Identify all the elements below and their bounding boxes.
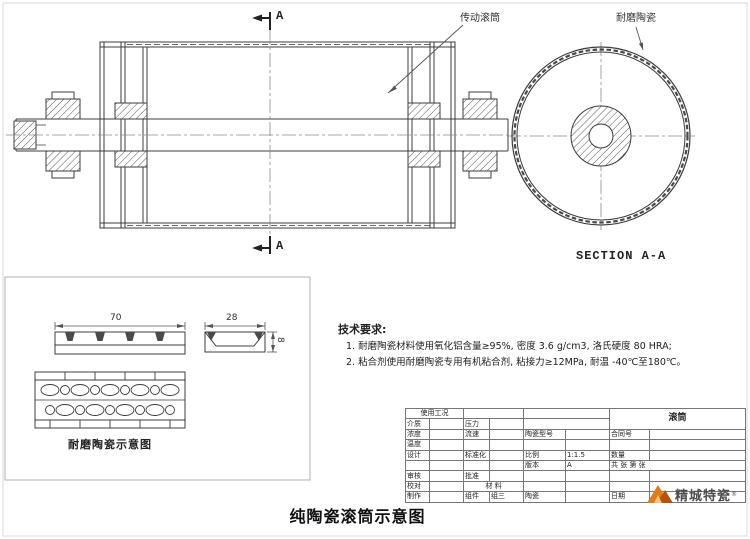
tb-medium: 介质: [405, 418, 430, 430]
dim-tile-width: 70: [110, 313, 122, 323]
tb-scale-value: 1:1.5: [565, 449, 610, 461]
section-cut-marks: [252, 12, 271, 254]
tb-version-value: A: [565, 459, 610, 472]
tb-design: 设计: [405, 449, 430, 461]
tb-pressure: 压力: [463, 418, 490, 430]
tb-group: 组三: [489, 491, 524, 503]
section-marker-bottom: A: [276, 239, 284, 253]
tech-requirements-title: 技术要求:: [338, 323, 387, 336]
section-view-circle: [511, 46, 691, 226]
callout-wear-ceramic: 耐磨陶瓷: [616, 13, 656, 24]
tb-contract-no: 合同号: [609, 428, 650, 441]
detail-views: [4, 276, 311, 481]
title-block-table: 使用工况 滚筒 介质 压力 浓度 流速 陶瓷型号 合同号 温度 设计 标准化 比…: [405, 407, 747, 503]
tb-qty: 数量: [609, 449, 650, 461]
logo-mountain-icon: [647, 485, 673, 503]
tb-ceramic: 陶瓷: [523, 491, 566, 503]
tb-component: 组件: [463, 491, 490, 503]
tb-part-name: 滚筒: [608, 408, 747, 430]
tb-ceramic-model: 陶瓷型号: [523, 428, 566, 441]
callout-leaders: [387, 24, 644, 94]
tb-proofread: 校对: [405, 480, 430, 493]
dim-tile-small-width: 28: [226, 313, 238, 323]
tb-scale-label: 比例: [523, 449, 566, 461]
tb-material: 材 料: [463, 480, 524, 493]
tech-requirement-2: 2. 粘合剂使用耐磨陶瓷专用有机粘合剂, 粘接力≥12MPa, 耐温 -40℃至…: [346, 357, 687, 368]
callout-drive-drum: 传动滚筒: [460, 13, 500, 24]
section-view-title: SECTION A-A: [576, 249, 667, 263]
company-logo: 精城特瓷®: [645, 483, 737, 505]
logo-reg-mark: ®: [731, 490, 738, 498]
tb-flow: 流速: [463, 428, 490, 441]
tb-density: 浓度: [405, 428, 430, 441]
tb-sheets: 共 张 第 张: [608, 459, 747, 472]
detail-caption: 耐磨陶瓷示意图: [68, 438, 152, 451]
dim-tile-thickness: 8: [275, 337, 285, 343]
tb-version-label: 版本: [523, 459, 566, 472]
section-marker-top: A: [276, 9, 284, 23]
tb-temperature: 温度: [405, 439, 430, 451]
tb-approve: 批准: [463, 470, 490, 482]
tb-standard: 标准化: [463, 449, 490, 461]
main-title: 纯陶瓷滚筒示意图: [289, 507, 426, 526]
tb-usage-header: 使用工况: [405, 407, 464, 420]
tb-review: 审核: [405, 470, 430, 482]
tech-requirement-1: 1. 耐磨陶瓷材料使用氧化铝含量≥95%, 密度 3.6 g/cm3, 洛氏硬度…: [346, 341, 672, 352]
tb-date: 日期: [609, 491, 650, 503]
logo-text: 精城特瓷: [675, 488, 732, 504]
tb-make: 制作: [405, 491, 430, 503]
